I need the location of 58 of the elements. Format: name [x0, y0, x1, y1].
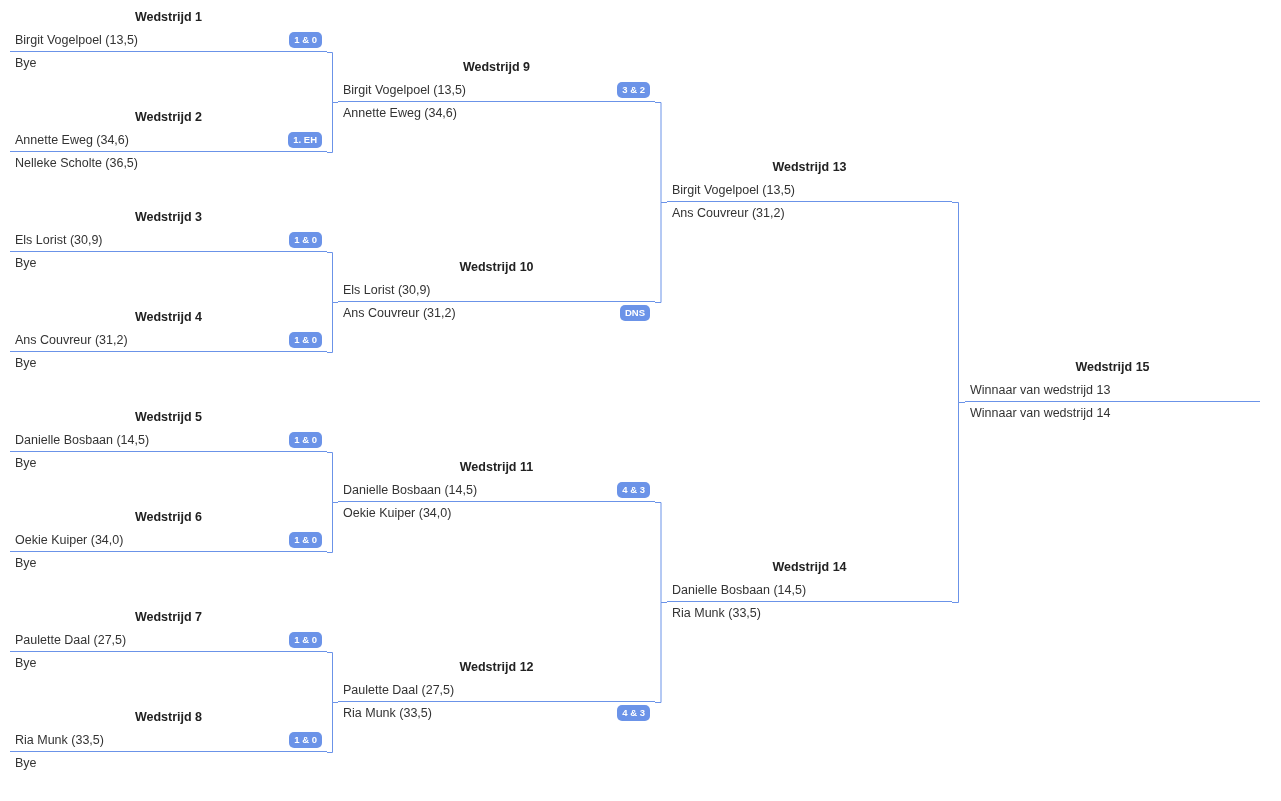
score-badge: DNS	[619, 305, 650, 321]
player-name: Ria Munk (33,5)	[343, 706, 432, 720]
player-name: Els Lorist (30,9)	[15, 233, 103, 247]
player-name: Ans Couvreur (31,2)	[672, 206, 785, 220]
player-name: Birgit Vogelpoel (13,5)	[672, 183, 795, 197]
player-name: Oekie Kuiper (34,0)	[343, 506, 452, 520]
match-title: Wedstrijd 12	[458, 659, 535, 676]
player-name: Bye	[15, 456, 37, 470]
player-name: Bye	[15, 56, 37, 70]
match-title: Wedstrijd 15	[1074, 359, 1151, 376]
player-name: Annette Eweg (34,6)	[343, 106, 457, 120]
player-name: Ria Munk (33,5)	[672, 606, 761, 620]
match-title: Wedstrijd 5	[133, 409, 204, 426]
score-badge: 4 & 3	[617, 482, 650, 498]
score-badge: 1. EH	[288, 132, 322, 148]
score-badge: 1 & 0	[289, 632, 322, 648]
player-name: Danielle Bosbaan (14,5)	[15, 433, 150, 447]
score-badge: 1 & 0	[289, 532, 322, 548]
player-name: Bye	[15, 556, 37, 570]
score-badge: 4 & 3	[617, 705, 650, 721]
match-title: Wedstrijd 11	[458, 459, 535, 476]
player-name: Bye	[15, 656, 37, 670]
score-badge: 1 & 0	[289, 332, 322, 348]
score-badge: 1 & 0	[289, 232, 322, 248]
player-name: Ria Munk (33,5)	[15, 733, 104, 747]
player-name: Paulette Daal (27,5)	[343, 683, 455, 697]
player-name: Nelleke Scholte (36,5)	[15, 156, 138, 170]
match-title: Wedstrijd 4	[133, 309, 204, 326]
player-name: Paulette Daal (27,5)	[15, 633, 127, 647]
player-name: Oekie Kuiper (34,0)	[15, 533, 124, 547]
player-name: Danielle Bosbaan (14,5)	[343, 483, 478, 497]
score-badge: 1 & 0	[289, 432, 322, 448]
player-name: Winnaar van wedstrijd 14	[970, 406, 1111, 420]
match-title: Wedstrijd 3	[133, 209, 204, 226]
player-name: Birgit Vogelpoel (13,5)	[343, 83, 466, 97]
player-name: Ans Couvreur (31,2)	[343, 306, 456, 320]
match-title: Wedstrijd 6	[133, 509, 204, 526]
score-badge: 1 & 0	[289, 32, 322, 48]
bracket-line	[951, 402, 966, 603]
match-title: Wedstrijd 7	[133, 609, 204, 626]
match-title: Wedstrijd 9	[461, 59, 532, 76]
match-title: Wedstrijd 8	[133, 709, 204, 726]
match-title: Wedstrijd 1	[133, 9, 204, 26]
player-name: Danielle Bosbaan (14,5)	[672, 583, 807, 597]
player-name: Annette Eweg (34,6)	[15, 133, 129, 147]
player-name: Birgit Vogelpoel (13,5)	[15, 33, 138, 47]
player-name: Els Lorist (30,9)	[343, 283, 431, 297]
score-badge: 3 & 2	[617, 82, 650, 98]
player-name: Winnaar van wedstrijd 13	[970, 383, 1111, 397]
player-name: Bye	[15, 356, 37, 370]
match-title: Wedstrijd 14	[771, 559, 848, 576]
player-name: Bye	[15, 756, 37, 770]
player-name: Bye	[15, 256, 37, 270]
score-badge: 1 & 0	[289, 732, 322, 748]
match-title: Wedstrijd 10	[458, 259, 535, 276]
match-title: Wedstrijd 13	[771, 159, 848, 176]
match-title: Wedstrijd 2	[133, 109, 204, 126]
player-name: Ans Couvreur (31,2)	[15, 333, 128, 347]
